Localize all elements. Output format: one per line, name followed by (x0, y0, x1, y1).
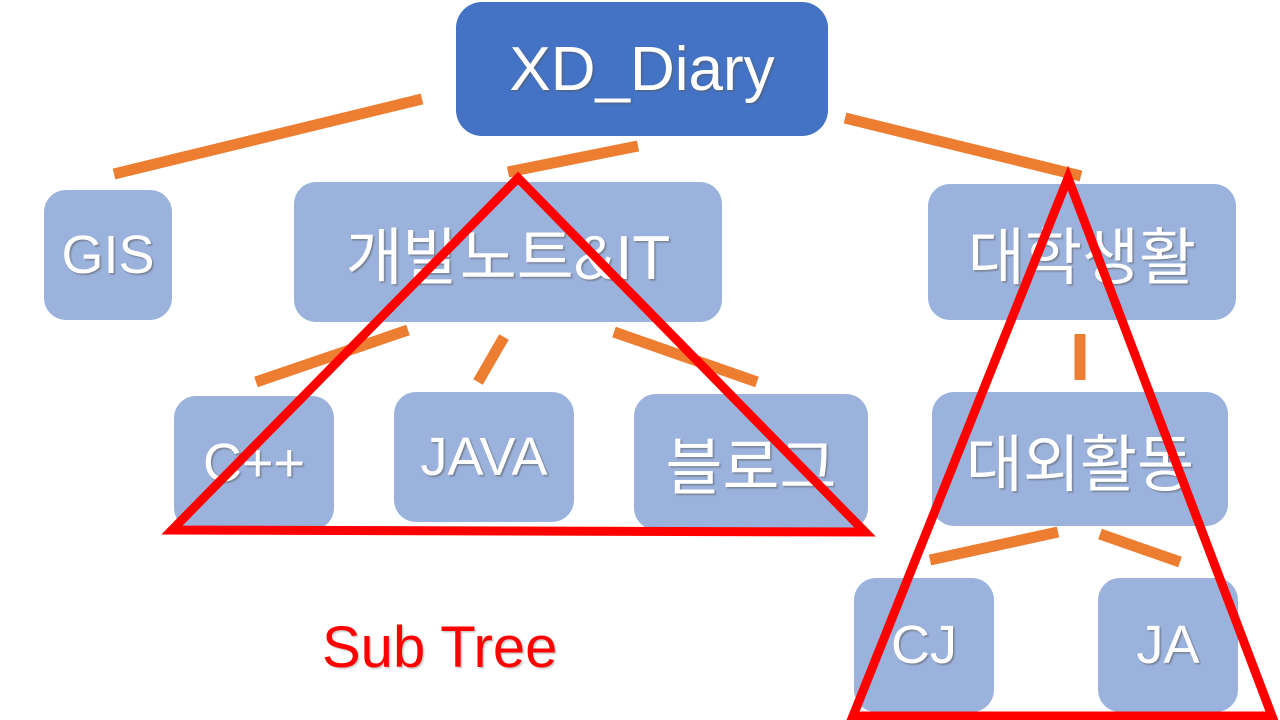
tree-node-root[interactable]: XD_Diary (456, 2, 828, 136)
tree-node-label: 개발노트&IT (345, 224, 671, 293)
tree-node-ja[interactable]: JA (1098, 578, 1238, 712)
tree-node-label: CJ (891, 615, 957, 675)
tree-node-label: JA (1136, 615, 1200, 675)
edge-devnote-to-blog (612, 326, 759, 388)
edge-extracurricular-to-ja (1098, 528, 1182, 568)
tree-node-extracurricular[interactable]: 대외활동 (932, 392, 1228, 526)
tree-node-label: XD_Diary (509, 34, 775, 104)
sub-tree-caption: Sub Tree (322, 615, 558, 680)
edge-devnote-to-java (473, 334, 509, 385)
edge-root-to-devnote (506, 140, 640, 178)
tree-node-label: 블로그 (665, 434, 837, 503)
tree-node-label: 대외활동 (965, 431, 1195, 500)
tree-node-blog[interactable]: 블로그 (634, 394, 868, 530)
edge-root-to-gis (112, 93, 424, 180)
tree-node-devnote[interactable]: 개발노트&IT (294, 182, 722, 322)
edge-extracurricular-to-cj (928, 526, 1060, 566)
tree-node-cj[interactable]: CJ (854, 578, 994, 712)
tree-node-label: GIS (61, 225, 155, 285)
tree-node-label: 대학생활 (967, 224, 1197, 293)
tree-node-java[interactable]: JAVA (394, 392, 574, 522)
edge-devnote-to-cpp (254, 324, 410, 388)
tree-node-label: C++ (202, 433, 306, 493)
tree-node-cpp[interactable]: C++ (174, 396, 334, 530)
tree-node-gis[interactable]: GIS (44, 190, 172, 320)
tree-node-univ[interactable]: 대학생활 (928, 184, 1236, 320)
edge-root-to-univ (843, 112, 1083, 182)
tree-node-label: JAVA (420, 427, 548, 487)
